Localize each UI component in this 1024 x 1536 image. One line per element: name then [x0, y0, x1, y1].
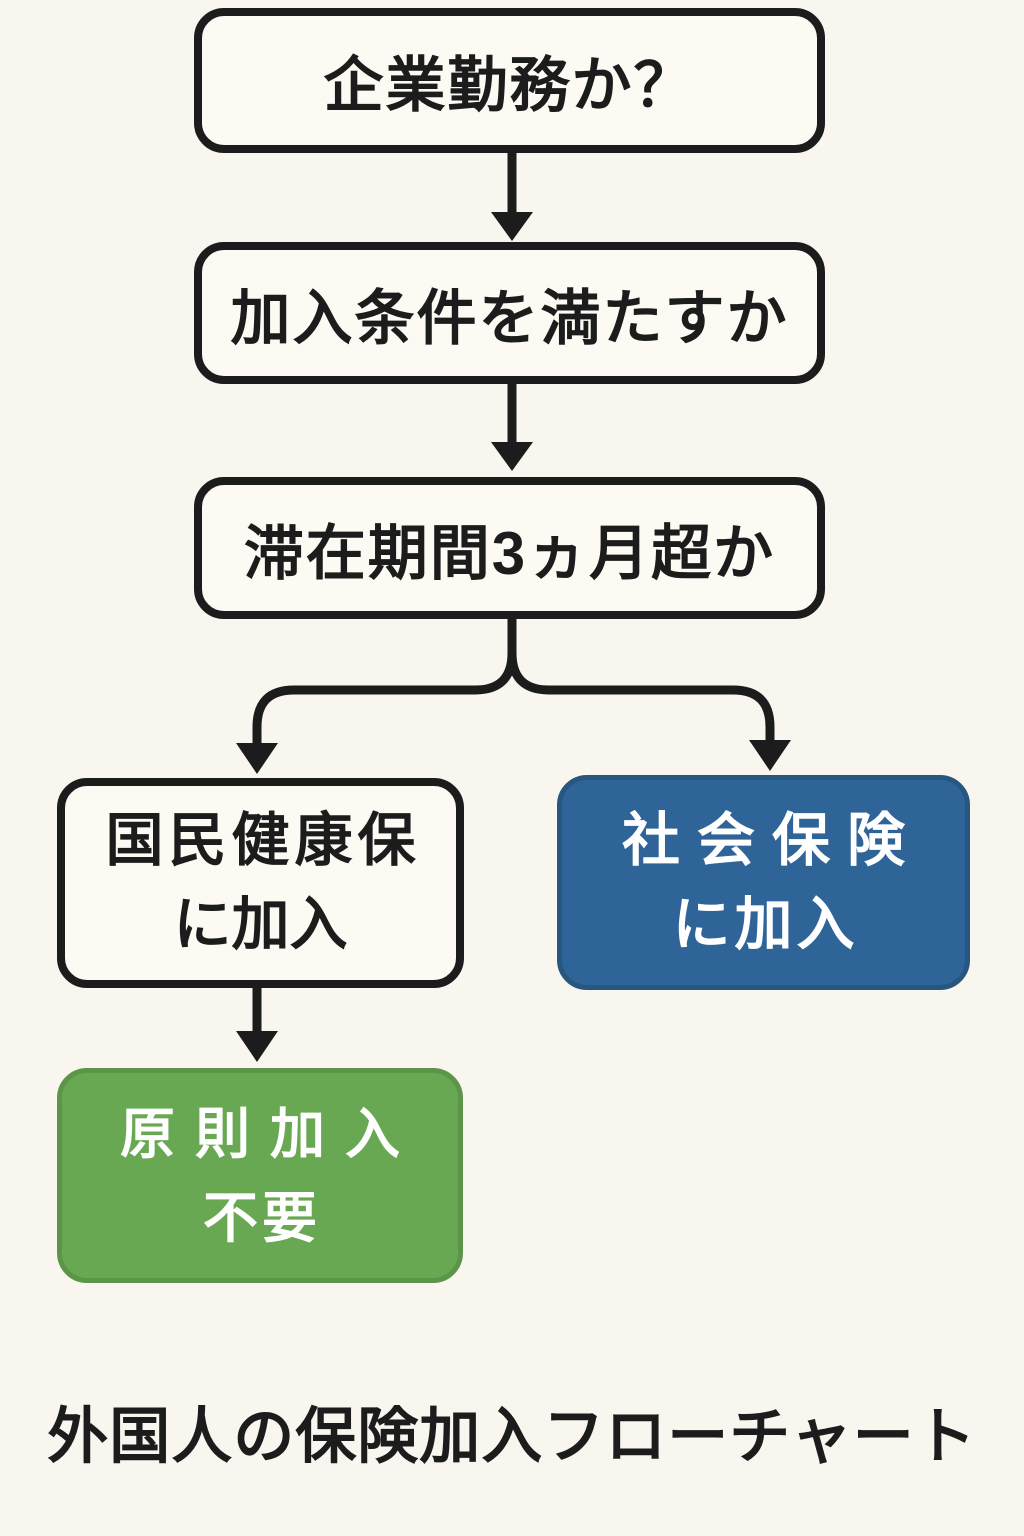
node-shakai-label-line1: 社会保険	[621, 807, 922, 873]
node-enrollment-conditions-question: 加入条件を満たすか	[194, 242, 825, 384]
node-stay-duration-question: 滞在期間3ヵ月超か	[194, 477, 825, 619]
node-nhi-label-line1: 国民健康保	[105, 808, 421, 873]
node-conditions-label: 加入条件を満たすか	[230, 284, 789, 352]
flowchart-title: 外国人の保険加入フローチャート	[47, 1402, 977, 1470]
arrow-conditions-to-duration	[491, 383, 533, 471]
node-no-enroll-label-line1: 原則加入	[119, 1102, 420, 1165]
node-shakai-label-line2: に加入	[672, 891, 859, 957]
node-company-label: 企業勤務か？	[323, 52, 696, 119]
arrow-company-to-conditions	[491, 152, 533, 241]
branch-duration-to-nhi	[236, 616, 517, 774]
node-nhi-label-line2: に加入	[173, 892, 348, 957]
node-no-enrollment-needed: 原則加入 不要	[57, 1068, 463, 1283]
node-company-question: 企業勤務か？	[194, 8, 825, 153]
node-duration-label: 滞在期間3ヵ月超か	[243, 519, 776, 587]
node-social-insurance: 社会保険 に加入	[557, 775, 970, 990]
arrow-nhi-to-no-enroll	[236, 986, 278, 1062]
node-national-health-insurance: 国民健康保 に加入	[57, 778, 464, 988]
node-no-enroll-label-line2: 不要	[202, 1186, 321, 1249]
branch-duration-to-shakai	[507, 616, 791, 771]
